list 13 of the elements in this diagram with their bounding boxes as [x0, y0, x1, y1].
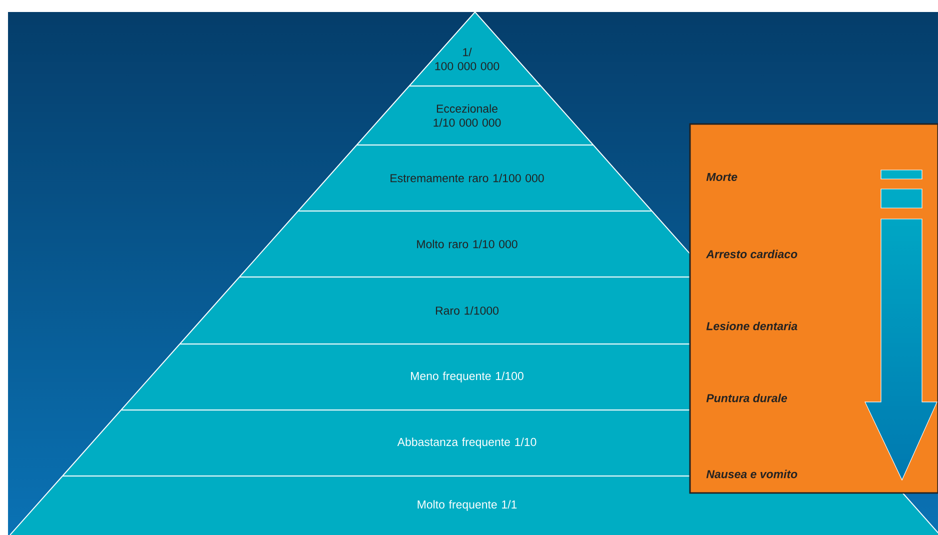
node-label: 1/ 100 000 000: [435, 48, 500, 70]
node-label: Eccezionale 1/10 000 000: [434, 104, 501, 127]
pyramid-band: Estremamente raro 1/100 000: [298, 144, 652, 212]
node-label: Molto raro 1/10 000: [417, 240, 518, 248]
pyramid-band: Abbastanza frequente 1/10: [62, 409, 690, 476]
pyramid-band: 1/ 100 000 000: [408, 11, 542, 86]
pyramid-band: Meno frequente 1/100: [120, 343, 690, 410]
node-label: Meno frequente 1/100: [411, 372, 524, 382]
pyramid-band: Eccezionale 1/10 000 000: [356, 86, 594, 146]
node-label: Abbastanza frequente 1/10: [397, 438, 536, 448]
node-label: Estremamente raro 1/100 000: [390, 174, 544, 182]
node-label: Raro 1/1000: [436, 306, 498, 315]
pyramid-band: Raro 1/1000: [179, 276, 690, 344]
